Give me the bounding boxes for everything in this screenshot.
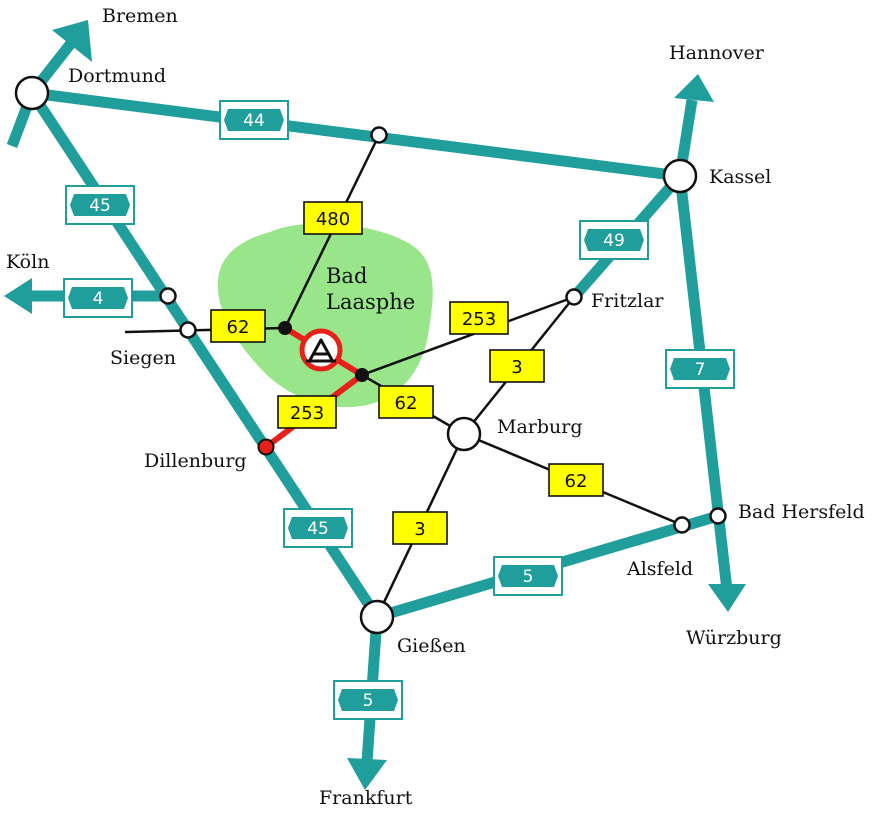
shield-b253-south: 253 bbox=[277, 395, 337, 429]
direction-arrows bbox=[4, 20, 746, 790]
marker-fritzlar bbox=[565, 288, 583, 306]
shield-b62-west: 62 bbox=[210, 309, 266, 343]
region-label-line1: Bad bbox=[326, 264, 367, 288]
marker-dortmund bbox=[14, 75, 50, 111]
shield-a45-north: 45 bbox=[65, 185, 135, 225]
shield-b3-north-label: 3 bbox=[511, 357, 522, 378]
label-wuerzburg: Würzburg bbox=[686, 627, 782, 649]
shield-b62-east-label: 62 bbox=[565, 471, 588, 492]
shield-a4: 4 bbox=[63, 278, 133, 318]
shield-a5-south: 5 bbox=[333, 680, 403, 720]
shield-b253-south-label: 253 bbox=[290, 403, 324, 424]
shield-a4-label: 4 bbox=[93, 289, 104, 309]
marker-a4-junction bbox=[159, 287, 177, 305]
arrow-wuerzburg bbox=[708, 584, 746, 612]
shield-a44: 44 bbox=[219, 100, 289, 140]
label-dortmund: Dortmund bbox=[68, 65, 166, 87]
label-marburg: Marburg bbox=[497, 416, 583, 438]
label-koeln: Köln bbox=[6, 251, 49, 273]
marker-giessen bbox=[359, 599, 395, 635]
city-markers bbox=[14, 75, 727, 635]
label-fritzlar: Fritzlar bbox=[591, 290, 664, 312]
shield-a7-label: 7 bbox=[695, 360, 706, 380]
shield-a45-south-label: 45 bbox=[307, 519, 329, 539]
marker-bad-hersfeld bbox=[709, 507, 727, 525]
shield-b253-east-label: 253 bbox=[462, 309, 496, 330]
label-alsfeld: Alsfeld bbox=[626, 558, 693, 580]
shield-b3-north: 3 bbox=[489, 349, 545, 383]
label-kassel: Kassel bbox=[709, 166, 771, 188]
shield-a7: 7 bbox=[665, 349, 735, 389]
campsite-tent-icon bbox=[299, 328, 343, 372]
shield-b62-center-label: 62 bbox=[395, 393, 418, 414]
label-dillenburg: Dillenburg bbox=[144, 450, 247, 472]
shield-a49-label: 49 bbox=[603, 231, 625, 251]
arrow-koeln bbox=[4, 278, 32, 314]
label-bremen: Bremen bbox=[102, 5, 178, 27]
shield-a5-south-label: 5 bbox=[363, 691, 374, 711]
region-label-line2: Laasphe bbox=[326, 290, 415, 314]
b253-east-road bbox=[361, 295, 575, 377]
label-siegen: Siegen bbox=[110, 347, 176, 369]
label-bad-hersfeld: Bad Hersfeld bbox=[738, 501, 865, 523]
marker-a44-junction bbox=[370, 126, 388, 144]
marker-alsfeld bbox=[673, 516, 691, 534]
shield-b62-center: 62 bbox=[378, 385, 434, 419]
shield-b480: 480 bbox=[303, 201, 363, 235]
shield-b3-south-label: 3 bbox=[414, 519, 425, 540]
junction-b480-b62 bbox=[278, 321, 292, 335]
city-labels: Bremen Dortmund Hannover Kassel Köln Sie… bbox=[6, 5, 865, 809]
marker-dillenburg bbox=[257, 438, 275, 456]
arrow-hannover bbox=[674, 74, 714, 102]
a44-road bbox=[31, 87, 681, 182]
shield-b480-label: 480 bbox=[316, 209, 350, 230]
shield-b253-east: 253 bbox=[449, 301, 509, 335]
label-frankfurt: Frankfurt bbox=[319, 787, 413, 809]
arrow-frankfurt bbox=[347, 758, 387, 790]
arrow-bremen bbox=[52, 20, 92, 62]
marker-siegen bbox=[179, 321, 197, 339]
shield-a45-north-label: 45 bbox=[89, 196, 111, 216]
shield-a49: 49 bbox=[579, 220, 649, 260]
shield-b3-south: 3 bbox=[392, 511, 448, 545]
junction-b253-b62 bbox=[355, 368, 369, 382]
marker-marburg bbox=[446, 416, 482, 452]
marker-kassel bbox=[662, 158, 698, 194]
shield-a5-east-label: 5 bbox=[523, 567, 534, 587]
shield-b62-east: 62 bbox=[548, 463, 604, 497]
shield-a45-south: 45 bbox=[283, 508, 353, 548]
label-giessen: Gießen bbox=[397, 635, 466, 657]
shield-a5-east: 5 bbox=[493, 556, 563, 596]
shield-b62-west-label: 62 bbox=[227, 317, 250, 338]
bad-laasphe-region bbox=[217, 223, 433, 408]
shield-a44-label: 44 bbox=[243, 111, 265, 131]
label-hannover: Hannover bbox=[669, 42, 765, 64]
